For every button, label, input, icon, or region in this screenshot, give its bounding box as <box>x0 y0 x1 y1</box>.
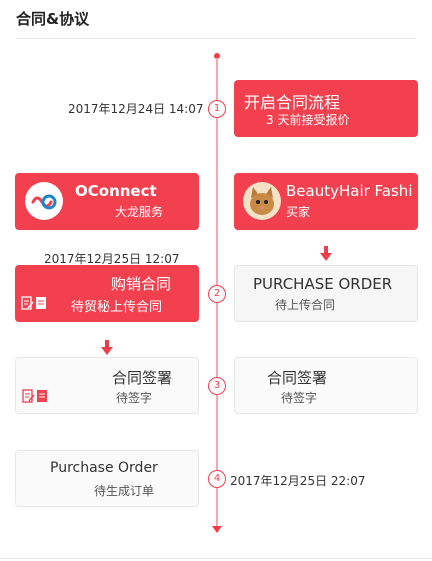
buyer-sign-title: 合同签署 <box>267 369 328 387</box>
arrow-down-icon <box>101 340 113 356</box>
final-order-card[interactable]: Purchase Order 待生成订单 <box>15 450 199 507</box>
timeline-end-arrow <box>212 526 222 533</box>
arrow-down-icon <box>320 246 332 262</box>
buyer-sign-card[interactable]: 合同签署 待签字 <box>234 357 418 414</box>
final-order-title: Purchase Order <box>50 460 158 476</box>
sales-contract-title: 购销合同 <box>111 275 172 293</box>
seller-sign-card[interactable]: 合同签署 待签字 <box>15 357 199 414</box>
section-title: 合同&协议 <box>16 10 90 28</box>
cat-avatar-icon <box>243 182 281 220</box>
step-number-2: 2 <box>208 285 226 303</box>
step2-date: 2017年12月25日 12:07 <box>44 252 180 266</box>
seller-sign-title: 合同签署 <box>112 369 173 387</box>
seller-sign-subtitle: 待签字 <box>116 391 153 405</box>
seller-role: 大龙服务 <box>115 205 164 219</box>
buyer-sign-subtitle: 待签字 <box>281 391 318 405</box>
section-header: 合同&协议 <box>16 0 416 39</box>
purchase-order-card[interactable]: PURCHASE ORDER 待上传合同 <box>234 265 418 322</box>
step-number-4: 4 <box>208 470 226 488</box>
sales-contract-card[interactable]: 购销合同 待贸秘上传合同 <box>15 265 199 322</box>
start-contract-title: 开启合同流程 <box>244 93 341 112</box>
timeline-start-dot <box>214 53 220 59</box>
seller-name: OConnect <box>75 182 157 200</box>
buyer-role: 买家 <box>286 205 311 219</box>
buyer-party-card[interactable]: BeautyHair Fashi 买家 <box>234 173 418 230</box>
document-edit-icon <box>21 296 46 310</box>
seller-party-card[interactable]: OConnect 大龙服务 <box>15 173 199 230</box>
bottom-divider <box>0 558 432 559</box>
start-contract-card[interactable]: 开启合同流程 3 天前接受报价 <box>234 80 418 137</box>
document-edit-icon <box>22 389 47 403</box>
final-order-subtitle: 待生成订单 <box>94 484 155 498</box>
start-contract-subtitle: 3 天前接受报价 <box>266 113 350 127</box>
step1-date: 2017年12月24日 14:07 <box>68 102 204 116</box>
document-icons <box>21 295 51 314</box>
step4-date: 2017年12月25日 22:07 <box>230 474 366 488</box>
document-icons <box>22 388 52 407</box>
purchase-order-title: PURCHASE ORDER <box>253 275 393 293</box>
step-number-1: 1 <box>208 100 226 118</box>
buyer-name: BeautyHair Fashi <box>286 182 413 200</box>
sales-contract-subtitle: 待贸秘上传合同 <box>71 300 163 315</box>
oconnect-logo-icon <box>25 182 63 220</box>
step-number-3: 3 <box>208 377 226 395</box>
purchase-order-subtitle: 待上传合同 <box>275 298 336 312</box>
